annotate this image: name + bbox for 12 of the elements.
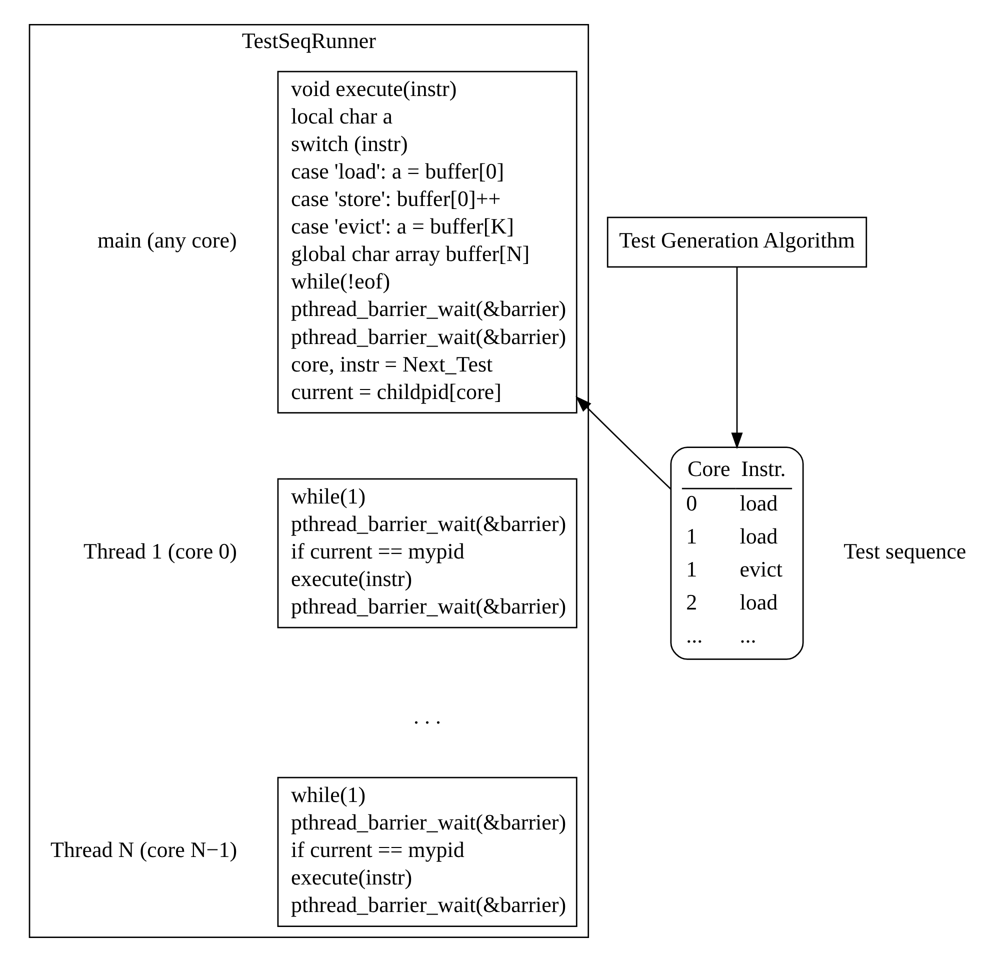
node-label: Thread 1 (core 0) (84, 538, 237, 564)
node-box: void execute(instr) local char a switch (instr) case 'load': a = buffer[0] case 'store': buffer[0]++ case 'evict': a = buffer[K] global char array buffer[N] while(!eof) pthread_barrier_wait(&barrier) pthread_barrier_wait(&barrier) core, instr = Next_Test current = childpid[core] (277, 70, 578, 414)
node-label: Test sequence (844, 538, 966, 564)
label: . . . (414, 704, 442, 729)
arrow (576, 396, 672, 490)
node-box: Test Generation Algorithm (606, 216, 868, 268)
node-label: Thread N (core N−1) (50, 837, 238, 862)
arrow (731, 267, 743, 450)
node-box: Core Instr. 0 load 1 load 1 evict 2 load ... ... (670, 446, 804, 660)
node-label: main (any core) (97, 227, 237, 252)
node-box: while(1) pthread_barrier_wait(&barrier) if current == mypid execute(instr) pthread_barrier_wait(&barrier) (277, 478, 578, 628)
node-box: while(1) pthread_barrier_wait(&barrier) if current == mypid execute(instr) pthread_barrier_wait(&barrier) (277, 776, 578, 927)
